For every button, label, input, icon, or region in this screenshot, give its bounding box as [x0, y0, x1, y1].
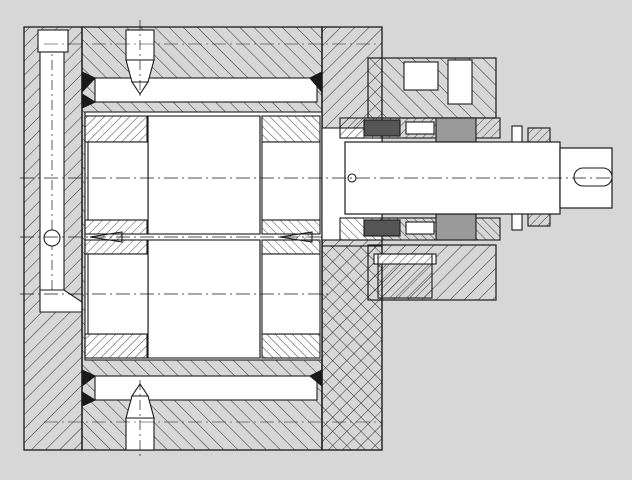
- seal-housing: [367, 57, 497, 301]
- socket-head-bolt-top: [125, 20, 155, 100]
- shaft-seal: [339, 117, 551, 241]
- socket-head-bolt-bottom: [125, 380, 155, 458]
- driven-gear: [84, 239, 321, 359]
- drive-gear: [84, 115, 321, 235]
- key-slot: [573, 167, 613, 187]
- pump-housing-left: [23, 26, 83, 451]
